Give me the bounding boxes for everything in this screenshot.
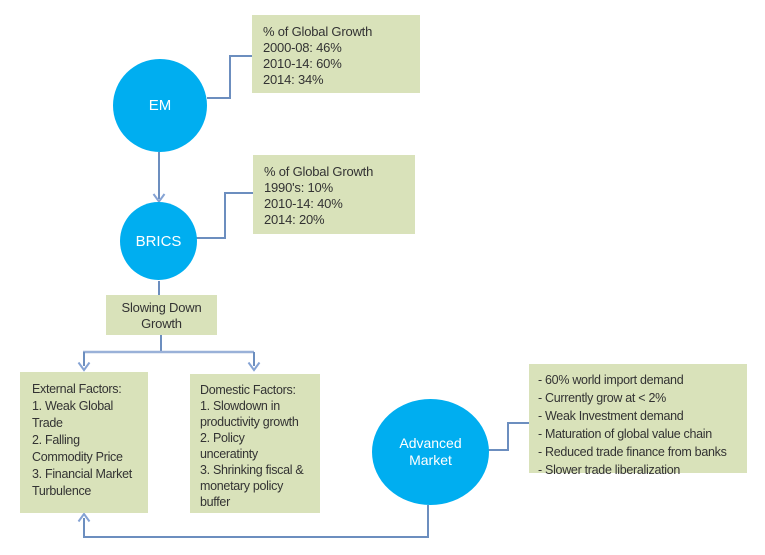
arrowhead-down-external [77,361,91,372]
connector-brics-to-growth-box [196,192,253,239]
box-domestic-factors: Domestic Factors: 1. Slowdown in product… [190,374,320,513]
box-slowing-down-growth: Slowing Down Growth [106,295,217,335]
box-em-growth-stats: % of Global Growth 2000-08: 46% 2010-14:… [252,15,420,93]
arrowhead-down-brics [152,193,166,204]
node-brics-label: BRICS [135,232,182,250]
box-advanced-market-info: - 60% world import demand - Currently gr… [529,364,747,477]
connector-advanced-to-external [83,505,429,538]
connector-advanced-to-info-box [488,422,529,451]
arrowhead-up-external [77,512,91,523]
connector-em-to-growth-box [207,55,252,99]
box-brics-growth-stats: % of Global Growth 1990's: 10% 2010-14: … [253,155,415,234]
arrowhead-down-domestic [247,361,261,372]
node-em-label: EM [148,97,172,114]
node-em: EM [113,59,207,152]
node-brics: BRICS [120,202,197,280]
node-advanced-market-label: Advanced Market [399,435,462,468]
node-advanced-market: Advanced Market [372,399,489,505]
box-external-factors: External Factors: 1. Weak Global Trade 2… [20,372,148,513]
